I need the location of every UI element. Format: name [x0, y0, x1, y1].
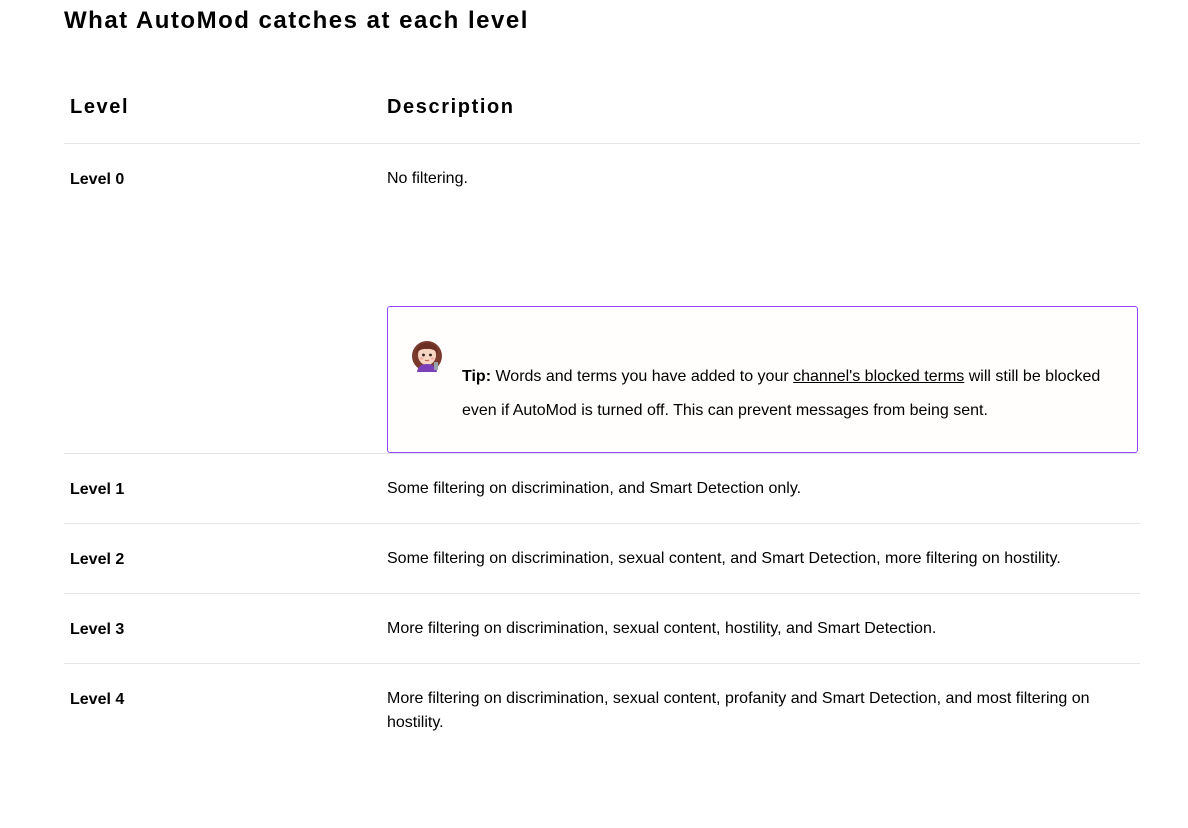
blocked-terms-link[interactable]: channel's blocked terms [793, 368, 965, 385]
tip-label: Tip: [462, 368, 492, 385]
description-cell: Some filtering on discrimination, and Sm… [387, 480, 802, 497]
level-cell: Level 4 [70, 691, 125, 708]
description-cell: Some filtering on discrimination, sexual… [387, 550, 1061, 567]
table-row: Level 2 Some filtering on discrimination… [64, 524, 1140, 594]
level-cell: Level 1 [70, 481, 125, 498]
table-header: Level Description [64, 70, 1140, 144]
column-header-level: Level [70, 96, 130, 118]
description-cell: More filtering on discrimination, sexual… [387, 690, 1090, 731]
avatar-icon [412, 341, 442, 372]
levels-table: Level Description Level 0 No filtering. [64, 70, 1140, 764]
page-title: What AutoMod catches at each level [64, 7, 529, 34]
table-row: Level 0 No filtering. Tip: Words and te [64, 144, 1140, 454]
description-cell: More filtering on discrimination, sexual… [387, 620, 937, 637]
tip-callout: Tip: Words and terms you have added to y… [387, 306, 1138, 453]
level-cell: Level 3 [70, 621, 125, 638]
column-header-description: Description [387, 96, 515, 118]
level-cell: Level 0 [70, 171, 125, 188]
table-row: Level 4 More filtering on discrimination… [64, 664, 1140, 764]
tip-text-before: Words and terms you have added to your [491, 368, 794, 385]
table-row: Level 3 More filtering on discrimination… [64, 594, 1140, 664]
table-row: Level 1 Some filtering on discrimination… [64, 454, 1140, 524]
tip-text-after: will still be blocked even if AutoMod is… [462, 368, 1101, 419]
tip-text: Tip: Words and terms you have added to y… [462, 360, 1112, 428]
level-cell: Level 2 [70, 551, 125, 568]
description-cell: No filtering. [387, 170, 468, 187]
